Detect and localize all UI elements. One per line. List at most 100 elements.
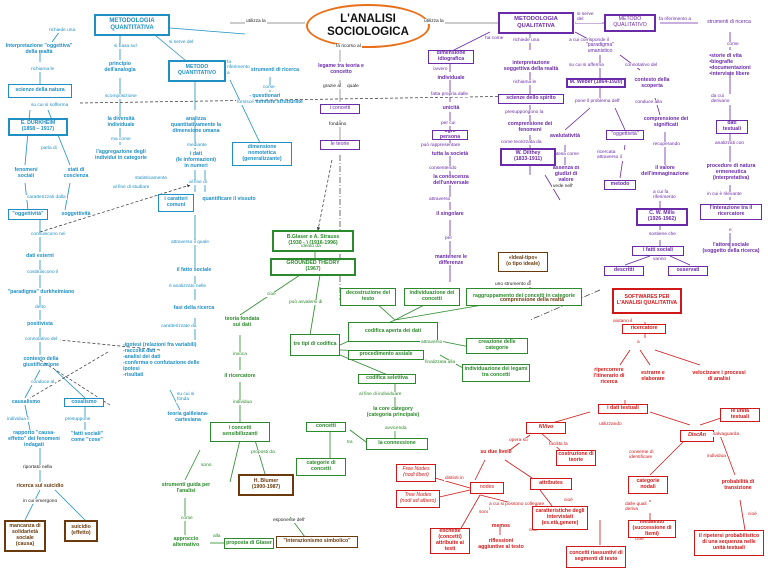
node-label: Tree Nodes (nodi ad albero) xyxy=(399,492,437,504)
node-metatesto: metatesto (successione di Itemi) xyxy=(628,520,676,538)
node-label: dati testuali xyxy=(722,120,742,132)
link-grazie-al: grazie al xyxy=(322,84,343,90)
node-label: le unità testuali xyxy=(730,408,750,420)
node-grounded-theory[interactable]: GROUNDED THEORY (1967) xyxy=(270,258,356,276)
node-contesto-giustificazione: contesto della giustificazione xyxy=(14,355,68,371)
link-su-cui-si-fonda: su cui si fonda xyxy=(176,392,202,403)
node-label: quantificare il vissuto xyxy=(202,196,256,203)
node-diversita-individuale: la diversità individuale xyxy=(96,116,146,130)
node-avalutativita: avalutatività xyxy=(544,132,586,142)
node-creazione-categorie: creazione delle categorie xyxy=(466,338,528,354)
node-label: causalismo xyxy=(11,398,41,405)
link-ha-come: ha come xyxy=(484,36,505,42)
node-label: i concetti xyxy=(329,105,351,112)
link-richiede-una: richiede una xyxy=(48,28,77,34)
link-a: a xyxy=(636,340,641,346)
node-ogni-persona: ogni persona xyxy=(432,130,468,140)
node-label: la core category (categoria principale) xyxy=(366,406,420,418)
node-label: i dati testuali xyxy=(607,405,639,412)
node-label: scienze della natura xyxy=(15,87,65,94)
node-label: Interpretazione "oggettiva" della realtà xyxy=(5,43,73,55)
node-label: le teorie xyxy=(330,141,350,148)
node-label: M. Weber (1864-1920) xyxy=(569,79,623,86)
link-cioe-attributes: cioè xyxy=(563,498,574,504)
node-tutta-societa: tutta la società xyxy=(430,150,470,160)
node-label: soggettività xyxy=(61,210,91,217)
node-metodologia-quantitativa[interactable]: METODOLOGIA QUANTITATIVA xyxy=(94,14,170,36)
node-ricerca-suicidio: ricerca sul suicidio xyxy=(8,482,72,492)
node-dilthey[interactable]: W. Dilthey (1833-1911) xyxy=(500,148,556,166)
link-detto: detto xyxy=(34,305,47,311)
link-consentendo: consentendo xyxy=(428,166,458,172)
node-label: il ricercatore xyxy=(224,373,256,380)
link-in-cui-e-rilevante: in cui è rilevante xyxy=(706,192,743,198)
node-attore-sociale: l'attore sociale (soggetto della ricerca… xyxy=(700,240,762,258)
page-title: L'ANALISI SOCIOLOGICA xyxy=(306,4,430,48)
node-label: memos xyxy=(491,523,511,530)
node-attributes: attributes xyxy=(530,478,572,490)
node-softwares[interactable]: SOFTWARES PER L'ANALISI QUALITATIVA xyxy=(612,288,682,314)
link-confluiscono-nei: confluiscono nei xyxy=(30,232,67,238)
node-caratteristiche: caratteristiche degli intervistati (es.e… xyxy=(532,506,588,530)
node-fasi-ricerca: fasi della ricerca xyxy=(168,304,220,314)
link-cioe-metatesto: cioè xyxy=(634,537,645,543)
node-discan[interactable]: DiscAn xyxy=(680,430,714,442)
node-metodo-quantitativo[interactable]: METODO QUANTITATIVO xyxy=(168,60,226,82)
node-label: l'aggregazione degli individui in catego… xyxy=(95,149,147,161)
node-label: i caratteri comuni xyxy=(164,196,188,208)
node-interpretazione-oggettiva: Interpretazione "oggettiva" della realtà xyxy=(4,40,74,60)
node-contesto-scoperta: contesto della scoperta xyxy=(632,74,672,94)
node-tre-tipi-codifica: tre tipi di codifica xyxy=(290,334,340,356)
node-ricercatore-gt: il ricercatore xyxy=(216,372,264,382)
link-utilizzando: utilizzando xyxy=(598,422,623,428)
node-nvivo[interactable]: NVivo xyxy=(526,422,566,434)
link-connotativo-del-qual: connotativo del xyxy=(624,63,659,69)
node-label: velocizzare i processi di analisi xyxy=(692,370,746,382)
node-label: i dati (le informazioni) in numeri xyxy=(175,151,217,169)
node-label: l'attore sociale (soggetto della ricerca… xyxy=(702,242,760,254)
node-label: mantenere le differenze xyxy=(434,254,467,266)
node-mills[interactable]: C. W. Mills (1926-1962) xyxy=(636,208,688,226)
link-come-gt: come xyxy=(180,516,194,522)
link-aiutano-il: aiutano il xyxy=(612,319,634,325)
node-comprensione-fenomeni: comprensione dei fenomeni xyxy=(496,121,564,135)
node-label: la conoscenza dell'universale xyxy=(433,174,469,186)
node-concetti-sensibilizzanti: i concetti sensibilizzanti xyxy=(210,422,270,442)
node-estrarre-elaborare: estrarre e elaborare xyxy=(638,366,668,388)
node-label: il fatto sociale xyxy=(176,267,212,274)
title-line-1: L'ANALISI xyxy=(340,12,396,25)
node-interpretazione-soggettiva: interpretazione soggettiva della realtà xyxy=(498,60,564,74)
node-weber[interactable]: M. Weber (1864-1920) xyxy=(566,78,626,88)
node-label: suicidio (effetto) xyxy=(71,524,91,536)
link-utilizza-la-right: utilizza la xyxy=(423,19,445,25)
link-ricercata-attraverso: ricercata attraverso il xyxy=(596,150,628,161)
node-quantificare-vissuto: quantificare il vissuto xyxy=(200,194,258,206)
node-causalismo: causalismo xyxy=(6,398,46,407)
link-a-cui-fa-riferimento: a cui fa riferimento xyxy=(652,190,684,201)
node-label: - questionari - interviste strutturate xyxy=(249,93,303,105)
link-a-cui-corrisponde: a cui corrisponde il xyxy=(568,38,610,44)
node-label: W. Dilthey (1833-1911) xyxy=(514,150,542,162)
node-label: Free Nodes (nodi liberi) xyxy=(402,466,430,478)
node-label: comprensione dei significati xyxy=(643,116,689,128)
node-glaser-strauss[interactable]: B.Glaser e A. Strauss (1930 - ) (1916-19… xyxy=(272,230,354,252)
node-blumer[interactable]: H. Blumer (1900-1987) xyxy=(238,474,294,496)
node-questionari: - questionari - interviste strutturate xyxy=(246,92,306,108)
node-metodo-qualitativo[interactable]: METODO QUALITATIVO xyxy=(604,14,656,32)
node-label: fenomeni sociali xyxy=(14,167,38,179)
node-label: "paradigma" umanistico xyxy=(585,42,615,54)
node-label: METODO QUANTITATIVO xyxy=(177,64,217,76)
node-probabilita-transizione: probabilità di transizione xyxy=(714,476,762,496)
link-proposti-da: proposti da xyxy=(250,450,276,456)
node-label: metodo xyxy=(610,181,630,188)
link-opera-su: opera su xyxy=(508,438,529,444)
node-label: cosalismo xyxy=(71,398,97,405)
node-label: principio dell'analogia xyxy=(104,61,136,73)
node-label: codifica selettiva xyxy=(366,375,408,382)
link-caratterizzate-da: caratterizzate da xyxy=(160,324,198,330)
node-metodologia-qualitativa[interactable]: METODOLOGIA QUALITATIVA xyxy=(498,12,574,34)
node-durkheim[interactable]: E. DURKHEIM (1858 – 1917) xyxy=(8,118,68,136)
link-su-cui-si-sofferma: su cui si sofferma xyxy=(30,103,70,109)
node-label: strumenti guida per l'analisi xyxy=(161,482,211,494)
node-label: attributes xyxy=(539,480,563,487)
